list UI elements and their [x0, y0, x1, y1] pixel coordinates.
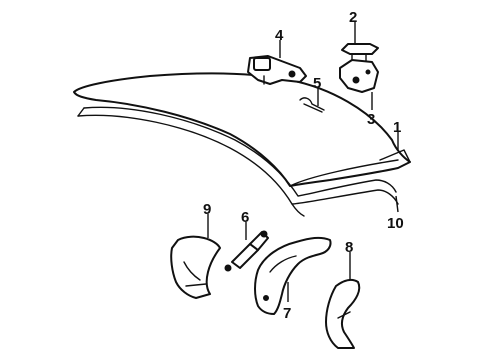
gas-strut — [224, 230, 269, 272]
hinge-strap-center — [254, 236, 332, 315]
callout-3: 3 — [367, 111, 375, 128]
callout-2: 2 — [349, 9, 357, 26]
striker-clip — [299, 97, 325, 113]
callout-5: 5 — [313, 75, 321, 92]
hinge-bracket — [341, 43, 379, 63]
leader-10 — [395, 195, 399, 213]
callout-1: 1 — [393, 119, 401, 136]
callout-9: 9 — [203, 201, 211, 218]
callout-labels: 1 2 3 4 5 6 7 8 9 10 — [203, 9, 404, 322]
callout-6: 6 — [241, 209, 249, 226]
callout-4: 4 — [275, 27, 284, 44]
hinge-strap-left — [170, 235, 221, 299]
weatherstrip-seal — [77, 106, 399, 217]
callout-7: 7 — [283, 305, 291, 322]
callout-8: 8 — [345, 239, 353, 256]
latch — [339, 59, 379, 93]
leader-lines — [207, 22, 399, 302]
lock-actuator — [247, 55, 307, 85]
callout-10: 10 — [387, 215, 404, 232]
hinge-strap-right — [325, 278, 361, 349]
trunk-lid — [73, 72, 411, 187]
